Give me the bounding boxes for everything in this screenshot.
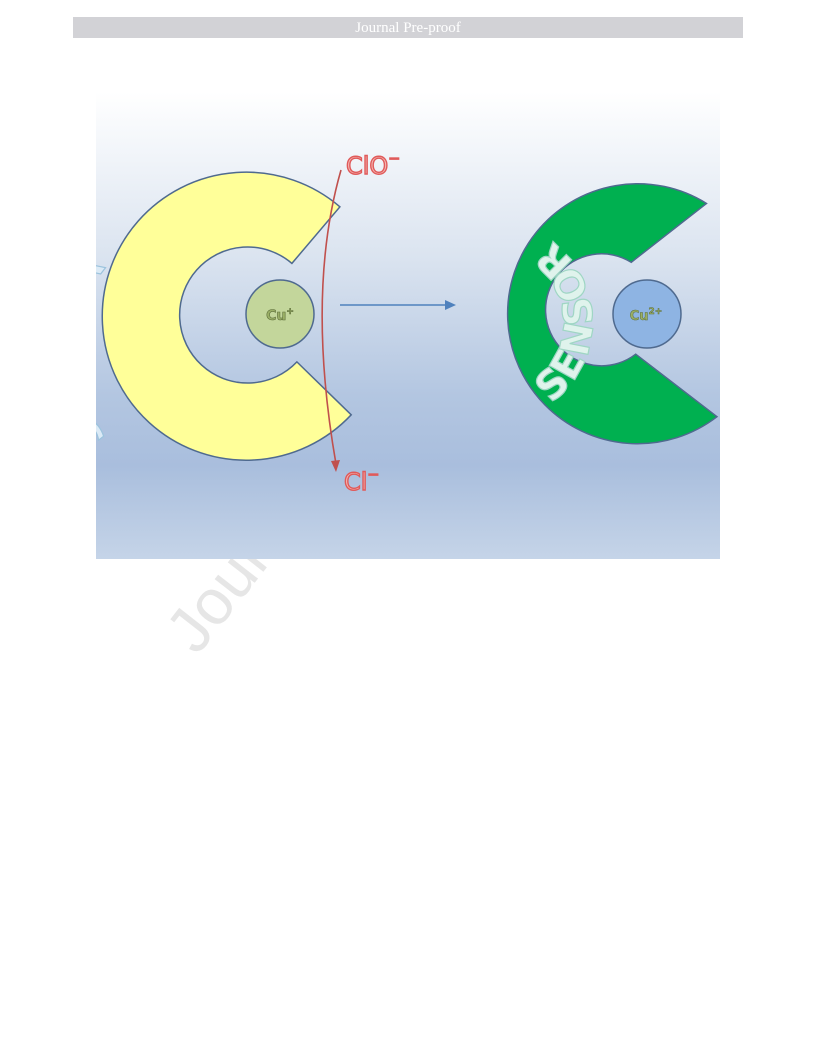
left-ion-label: Cu+ bbox=[266, 307, 294, 324]
reagent-in-label: ClO− bbox=[346, 151, 400, 180]
oxidation-arrow-path bbox=[321, 169, 342, 465]
right-ion-label: Cu2+ bbox=[630, 307, 663, 324]
sensor-scheme-figure: SENSOR Cu+ ClO− Cl− SENSOR Cu2+ bbox=[96, 92, 720, 559]
right-sensor-ring bbox=[506, 183, 719, 445]
left-sensor-ring bbox=[101, 171, 353, 461]
journal-header-bar: Journal Pre-proof bbox=[73, 17, 743, 38]
oxidation-arrow-head bbox=[331, 460, 340, 472]
right-sensor: SENSOR Cu2+ bbox=[506, 183, 719, 445]
reagent-out-label: Cl− bbox=[344, 467, 379, 496]
oxidation-arrow: ClO− Cl− bbox=[321, 150, 401, 497]
left-ion-circle bbox=[245, 279, 315, 349]
sensor-scheme-svg: SENSOR Cu+ ClO− Cl− SENSOR Cu2+ bbox=[96, 150, 719, 497]
left-sensor: SENSOR Cu+ bbox=[96, 171, 353, 461]
journal-header-title: Journal Pre-proof bbox=[355, 20, 461, 36]
reaction-arrow bbox=[340, 300, 456, 310]
right-ion-circle bbox=[612, 279, 682, 349]
